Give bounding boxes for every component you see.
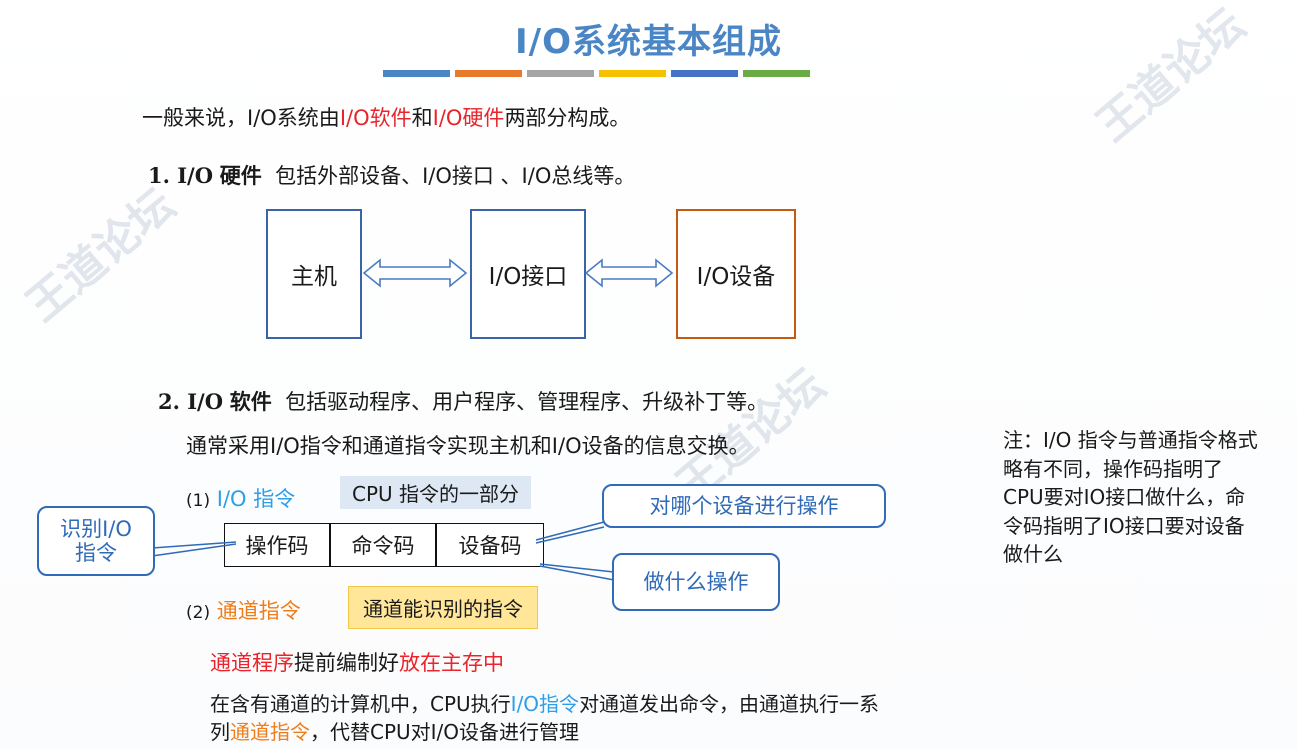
channel-program-text: 提前编制好 [294, 651, 399, 675]
side-note: 注：I/O 指令与普通指令格式略有不同，操作码指明了CPU要对IO接口做什么，命… [1003, 428, 1258, 566]
section-label: 硬件 [219, 163, 262, 188]
format-field-command: 命令码 [330, 523, 436, 567]
bar-segment [743, 70, 810, 77]
desc-channel-instruction: 通道指令 [230, 720, 310, 744]
intro-line: 一般来说，I/O系统由I/O软件和I/O硬件两部分构成。 [142, 102, 630, 132]
hardware-heading: 1. I/O 硬件 包括外部设备、I/O接口 、I/O总线等。 [148, 160, 635, 190]
item-label: 通道指令 [216, 599, 301, 623]
intro-text: 一般来说，I/O系统由 [142, 106, 340, 130]
channel-instruction-tag: 通道能识别的指令 [348, 586, 538, 629]
io-device-box: I/O设备 [676, 209, 796, 339]
software-line2: 通常采用I/O指令和通道指令实现主机和I/O设备的信息交换。 [186, 434, 750, 458]
callout-which-device: 对哪个设备进行操作 [602, 484, 886, 528]
intro-hardware: I/O硬件 [432, 106, 505, 130]
io-instruction-tag: CPU 指令的一部分 [340, 476, 532, 509]
bar-segment [527, 70, 594, 77]
item-number: (2) [186, 603, 211, 623]
software-heading: 2. I/O 软件 包括驱动程序、用户程序、管理程序、升级补丁等。 [158, 386, 768, 416]
page-title: I/O系统基本组成 [515, 22, 782, 62]
channel-program-line: 通道程序提前编制好放在主存中 [210, 647, 504, 677]
intro-text: 和 [411, 106, 433, 130]
channel-desc-line1: 在含有通道的计算机中，CPU执行I/O指令对通道发出命令，由通道执行一系 [210, 688, 879, 717]
section-number: 1. I/O [148, 163, 214, 188]
item-number: (1) [186, 491, 211, 511]
io-instruction-label: (1) I/O 指令 [186, 483, 295, 513]
section-desc: 包括驱动程序、用户程序、管理程序、升级补丁等。 [285, 390, 769, 414]
callout-identify: 识别I/O 指令 [37, 506, 155, 576]
section-number: 2. I/O [158, 389, 224, 414]
desc-text: 在含有通道的计算机中，CPU执行 [210, 692, 511, 716]
channel-program-term: 通道程序 [210, 651, 294, 675]
desc-io-instruction: I/O指令 [510, 692, 580, 716]
intro-software: I/O软件 [339, 106, 412, 130]
io-interface-box: I/O接口 [470, 209, 586, 339]
format-field-device: 设备码 [436, 523, 544, 567]
double-arrow-icon [362, 258, 468, 288]
format-field-opcode: 操作码 [224, 523, 330, 567]
desc-text: 对通道发出命令，由通道执行一系 [579, 692, 880, 716]
item-label: I/O 指令 [216, 487, 296, 511]
bar-segment [599, 70, 666, 77]
channel-program-location: 放在主存中 [399, 651, 504, 675]
host-box: 主机 [266, 209, 362, 339]
bar-segment [455, 70, 522, 77]
title-underline-bars [383, 70, 810, 77]
bar-segment [671, 70, 738, 77]
section-desc: 包括外部设备、I/O接口 、I/O总线等。 [275, 164, 636, 188]
bar-segment [383, 70, 450, 77]
double-arrow-icon [584, 258, 674, 288]
channel-desc-line2: 列通道指令，代替CPU对I/O设备进行管理 [210, 716, 579, 745]
channel-instruction-label: (2) 通道指令 [186, 595, 301, 625]
intro-text: 两部分构成。 [504, 106, 631, 130]
desc-text: ，代替CPU对I/O设备进行管理 [310, 720, 580, 744]
section-label: 软件 [229, 389, 272, 414]
callout-what-op: 做什么操作 [612, 553, 780, 611]
desc-text: 列 [210, 720, 230, 744]
